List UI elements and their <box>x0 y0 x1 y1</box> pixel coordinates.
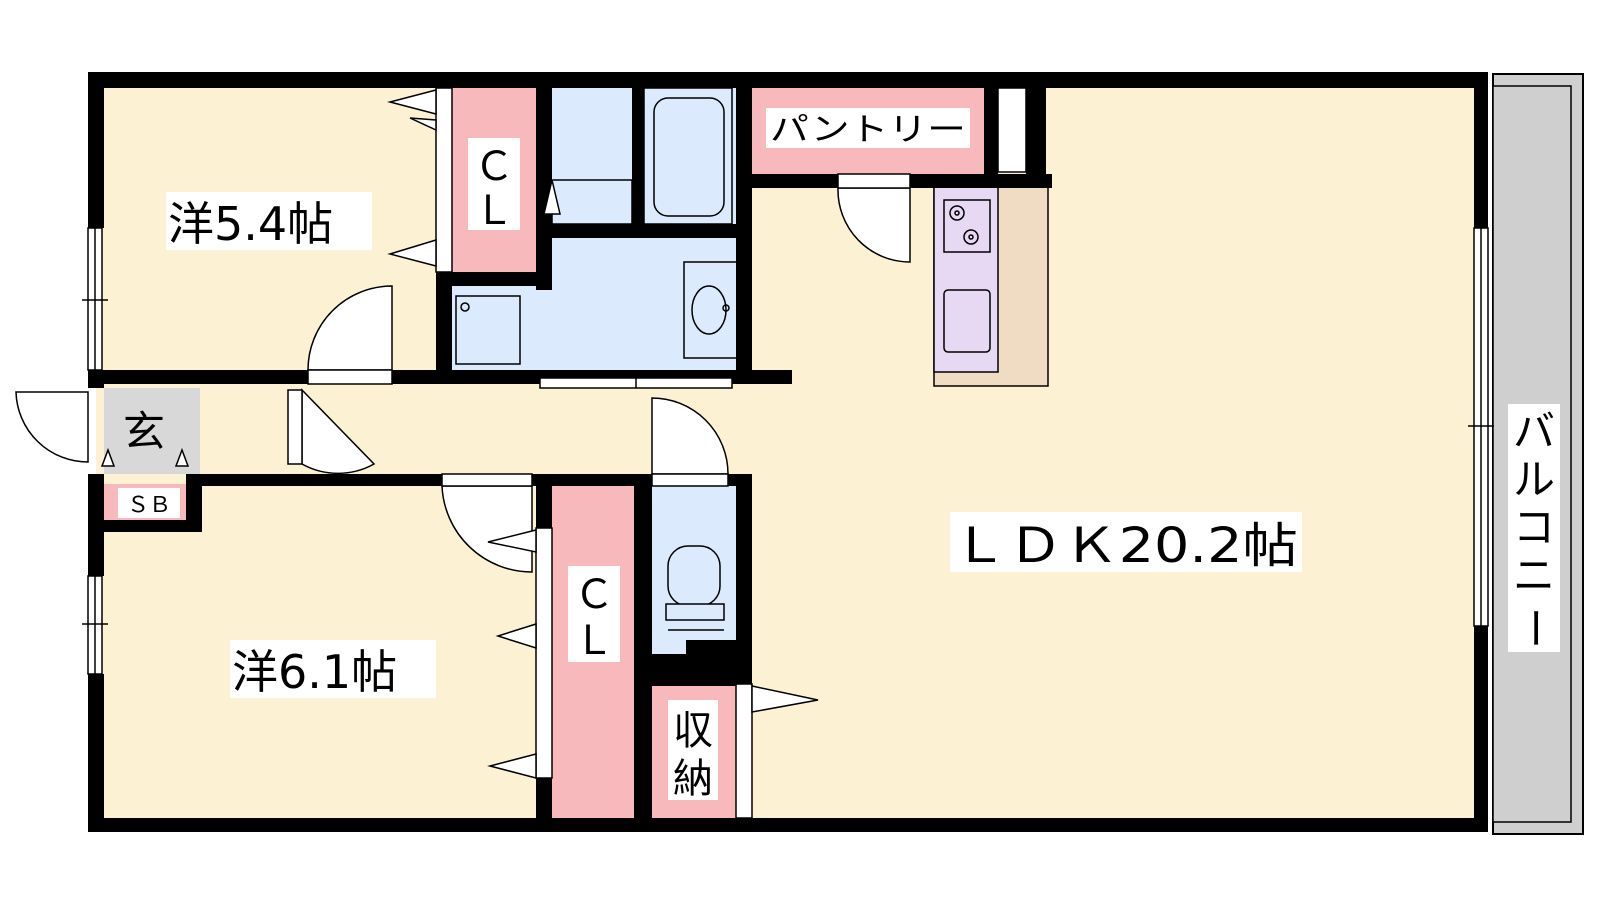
hall-door <box>301 388 376 475</box>
washer-pan <box>455 295 521 365</box>
room-label-western-1: 洋5.4帖 <box>168 197 333 251</box>
kitchen-sink <box>943 289 991 353</box>
burner-icon <box>968 234 974 240</box>
room-label-ldk: ＬＤＫ20.2帖 <box>952 518 1298 574</box>
doors <box>15 87 911 819</box>
window-pantry <box>997 87 1027 173</box>
stove <box>943 199 991 253</box>
drain-icon <box>460 302 470 312</box>
pantry-door <box>837 187 911 263</box>
windows <box>82 87 1494 675</box>
balcony-label-1: バ <box>1513 407 1555 456</box>
room2-door <box>441 485 533 573</box>
balcony-label-5: ー <box>1510 607 1559 649</box>
faucet-icon <box>722 304 730 312</box>
toilet-bowl <box>667 545 721 607</box>
closet-bottom-label-c: Ｃ <box>574 572 614 618</box>
closet-top-label-l: Ｌ <box>474 188 514 234</box>
storage-label-1: 収 <box>673 708 713 754</box>
entrance-label: 玄 <box>123 407 165 456</box>
room1-door <box>307 285 393 371</box>
bathtub-inner <box>653 97 725 217</box>
labels: 洋5.4帖 洋6.1帖 ＬＤＫ20.2帖 Ｃ Ｌ Ｃ Ｌ パントリー 玄 ＳＢ … <box>118 108 1560 802</box>
burner-icon <box>954 210 960 216</box>
folding-door-marks <box>100 89 819 779</box>
toilet-tank <box>665 603 725 621</box>
washbasin-bowl <box>691 285 727 335</box>
fixtures <box>455 87 991 631</box>
closet-top-label-c: Ｃ <box>474 144 514 190</box>
balcony-label-4: ニ <box>1513 551 1555 600</box>
balcony-label-2: ル <box>1513 455 1555 504</box>
burner-icon <box>949 205 965 221</box>
storage-label-2: 納 <box>673 756 713 802</box>
shoebox-label: ＳＢ <box>127 493 171 518</box>
pantry-label: パントリー <box>770 110 966 148</box>
burner-icon <box>963 229 979 245</box>
room-label-western-2: 洋6.1帖 <box>232 645 397 699</box>
entrance-door <box>15 391 89 463</box>
balcony-label-3: コ <box>1513 503 1555 552</box>
toilet-door <box>651 397 729 475</box>
closet-bottom-label-l: Ｌ <box>574 618 614 664</box>
